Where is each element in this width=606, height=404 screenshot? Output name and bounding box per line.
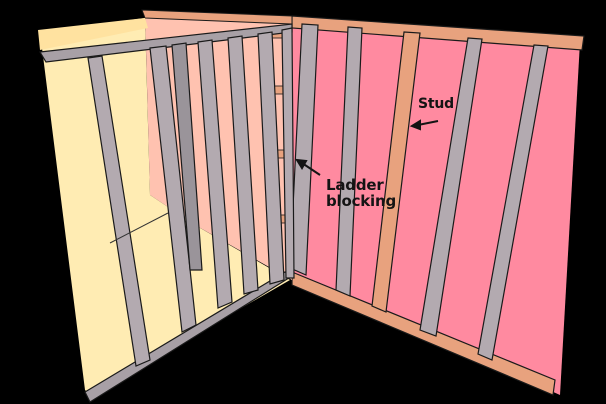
- wood-stud: [371, 31, 421, 313]
- right-bottom-plate: [291, 271, 556, 396]
- left-wall-seam: [109, 212, 169, 244]
- right-wall-studs: [289, 23, 549, 361]
- ladder-blocking-label: Ladder blocking: [326, 176, 397, 210]
- left-wall-top: [38, 18, 148, 50]
- stud-arrow: [417, 120, 439, 126]
- ladder-blocking-label-line1: Ladder: [326, 176, 384, 194]
- stud-label: Stud: [418, 96, 454, 112]
- stud-arrow-head: [409, 119, 421, 131]
- left-wall-studs: [87, 27, 295, 367]
- ladder-blocking-label-line2: blocking: [326, 191, 397, 210]
- ladder-arrow-head: [295, 158, 308, 170]
- ladder-arrow: [301, 162, 321, 176]
- annotation-arrows: [295, 119, 439, 176]
